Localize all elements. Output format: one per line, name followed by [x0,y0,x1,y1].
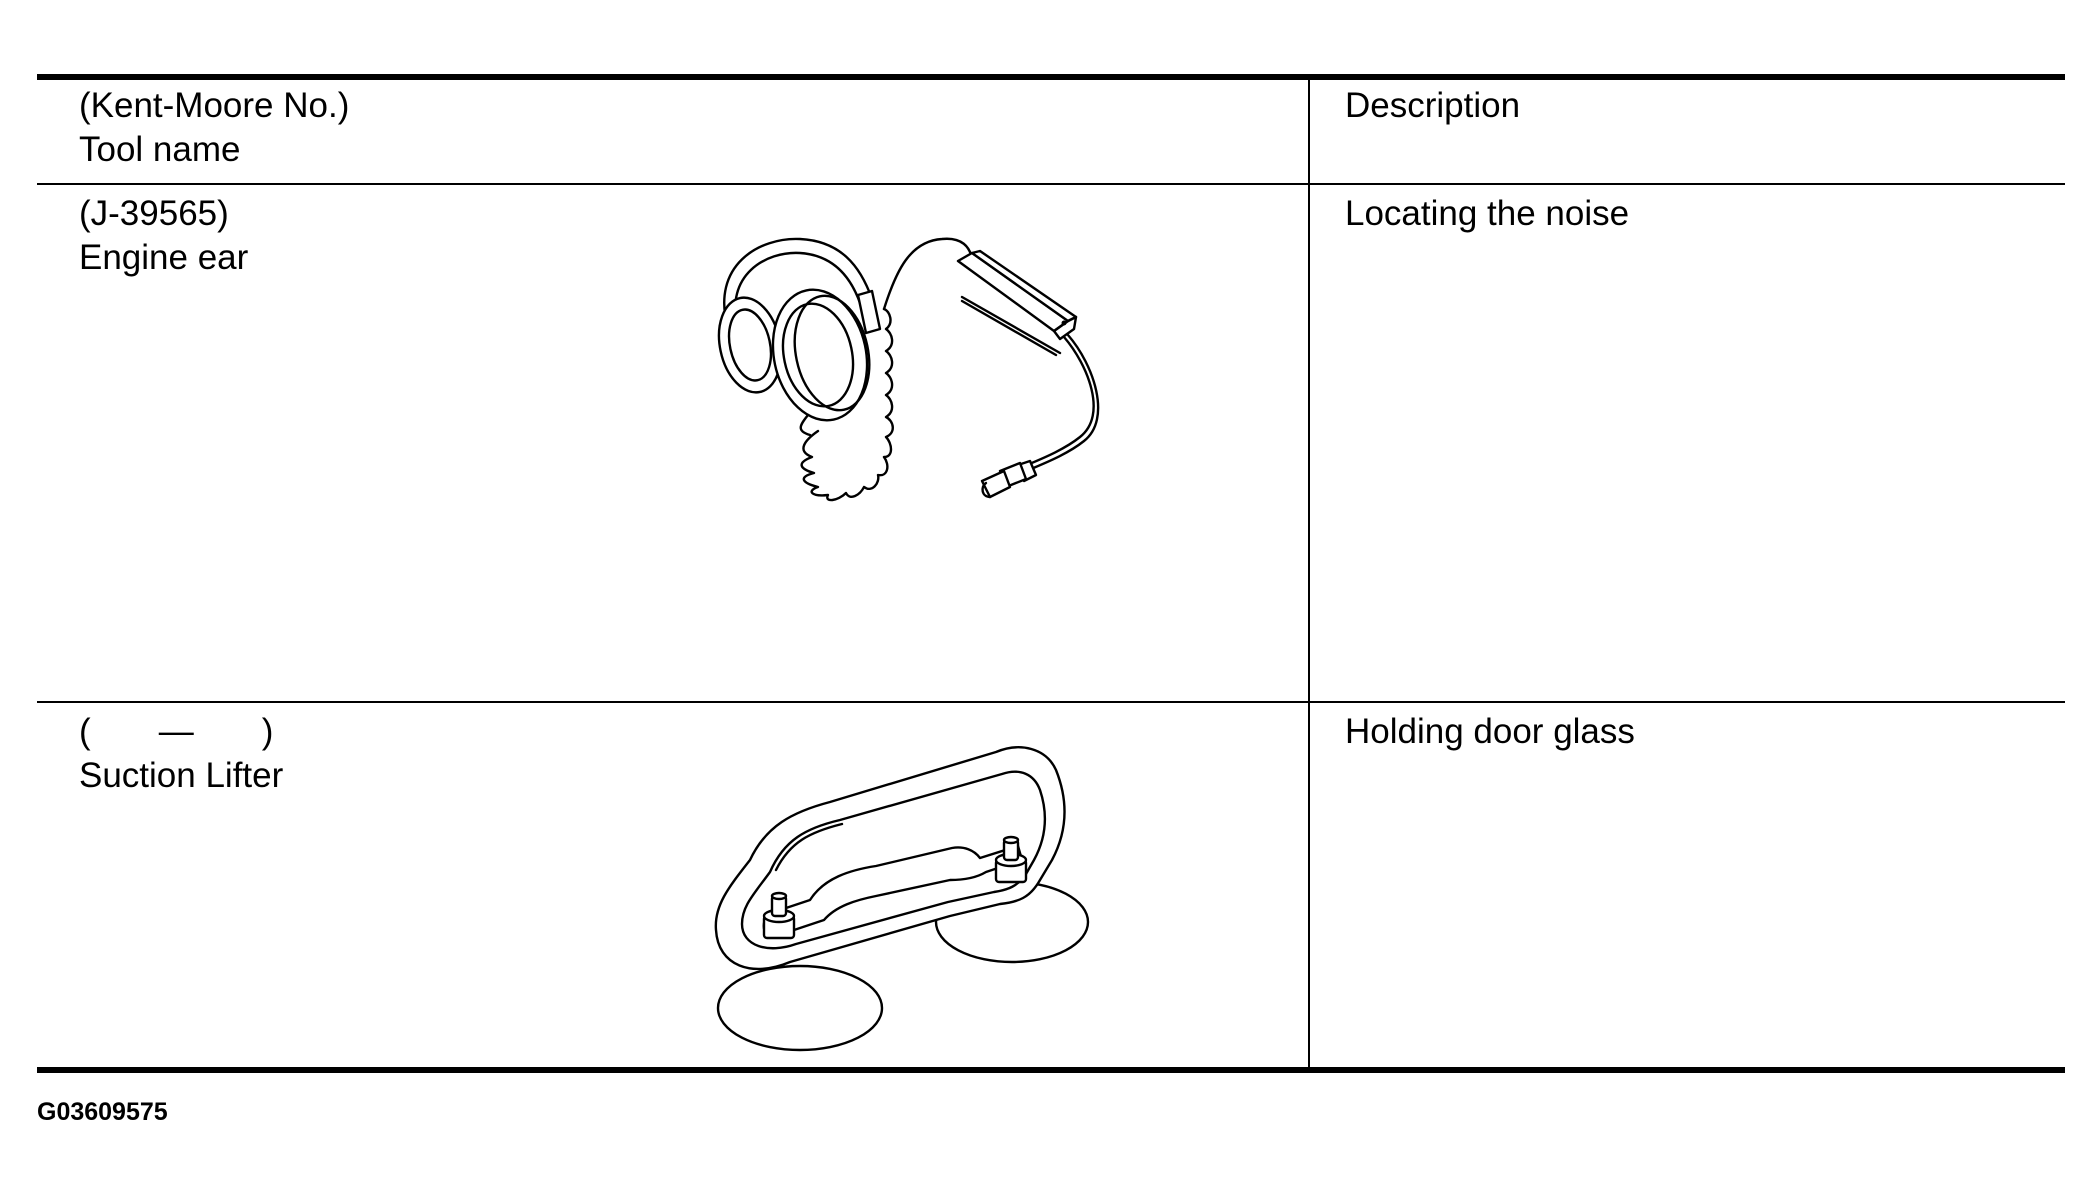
header-kent-moore-no: (Kent-Moore No.) [79,86,350,125]
row-divider-rule [37,701,2065,703]
table-top-rule [37,74,2065,80]
row1-tool-name: Engine ear [79,238,249,277]
row2-description: Holding door glass [1345,712,1635,751]
suction-lifter-icon [700,730,1100,1060]
header-bottom-rule [37,183,2065,185]
row1-description: Locating the noise [1345,194,1630,233]
row2-tool-number: ( — ) [79,712,274,751]
figure-code: G03609575 [37,1098,168,1126]
header-tool-name: Tool name [79,130,241,169]
engine-ear-headphones-icon [700,225,1100,515]
row1-tool-number: (J-39565) [79,194,229,233]
table-bottom-rule [37,1067,2065,1073]
column-divider-rule [1308,80,1310,1070]
header-description: Description [1345,86,1521,125]
row2-tool-name: Suction Lifter [79,756,284,795]
